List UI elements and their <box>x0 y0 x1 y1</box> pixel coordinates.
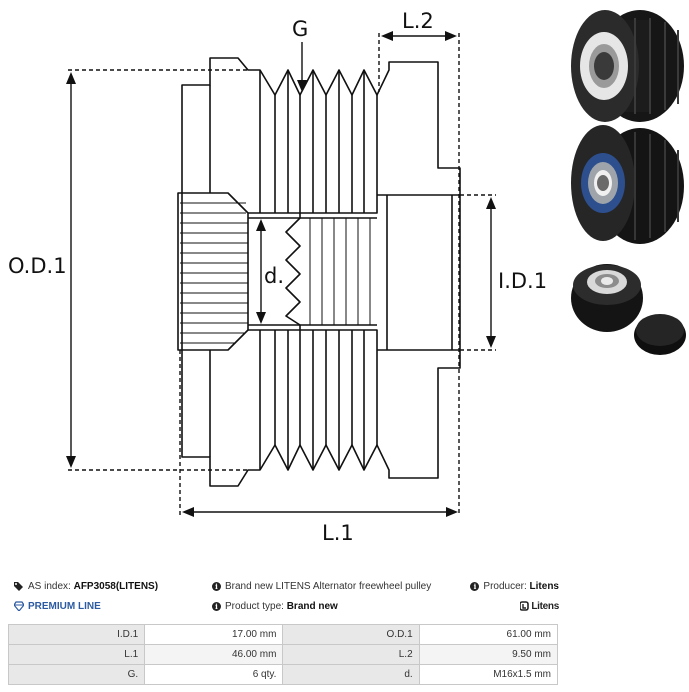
product-type: i Product type: Brand new <box>212 601 338 612</box>
tags-icon <box>14 582 23 591</box>
pulley-photo-bottom <box>571 264 686 355</box>
spec-value: 6 qty. <box>144 664 284 685</box>
as-index-value: AFP3058(LITENS) <box>73 580 159 592</box>
spec-label: G. <box>7 664 146 685</box>
pulley-technical-drawing: G L.2 O.D.1 d. I.D.1 L.1 <box>8 9 686 545</box>
spec-label: d. <box>282 664 420 685</box>
label-l2: L.2 <box>402 9 434 33</box>
label-od1: O.D.1 <box>8 254 67 278</box>
spec-value: 46.00 mm <box>144 644 284 665</box>
label-l1: L.1 <box>322 521 354 545</box>
info-row-2: PREMIUM LINE i Product type: Brand new L… <box>14 598 559 614</box>
info-icon: i <box>470 581 480 591</box>
brand-logo: Litens <box>520 601 559 612</box>
description-text: Brand new LITENS Alternator freewheel pu… <box>225 580 432 592</box>
spec-label: L.1 <box>7 644 146 665</box>
table-row: G. 6 qty. d. M16x1.5 mm <box>7 664 559 685</box>
producer: i Producer: Litens <box>470 581 559 592</box>
spec-label: L.2 <box>282 644 420 665</box>
spec-value: 17.00 mm <box>144 624 284 645</box>
info-icon: i <box>212 601 221 611</box>
producer-value: Litens <box>529 580 559 592</box>
producer-label: Producer: <box>483 580 527 592</box>
description: i Brand new LITENS Alternator freewheel … <box>212 581 431 592</box>
pulley-photo-middle <box>571 125 684 244</box>
info-icon: i <box>212 581 221 591</box>
table-row: I.D.1 17.00 mm O.D.1 61.00 mm <box>7 624 559 645</box>
spec-label: O.D.1 <box>282 624 420 645</box>
product-type-label: Product type: <box>225 600 284 612</box>
table-row: L.1 46.00 mm L.2 9.50 mm <box>7 644 559 665</box>
diamond-icon <box>14 601 24 611</box>
label-g: G <box>292 17 308 41</box>
premium-line-text: PREMIUM LINE <box>28 600 101 612</box>
spec-value: 61.00 mm <box>418 624 559 645</box>
pulley-photo-top <box>571 10 684 122</box>
info-row-1: AS index: AFP3058(LITENS) i Brand new LI… <box>14 578 559 594</box>
spec-label: I.D.1 <box>7 624 146 645</box>
spec-value: M16x1.5 mm <box>418 664 559 685</box>
label-d: d. <box>264 264 284 288</box>
spec-table: I.D.1 17.00 mm O.D.1 61.00 mm L.1 46.00 … <box>7 624 559 685</box>
as-index-label: AS index: <box>28 580 71 592</box>
product-type-value: Brand new <box>286 600 338 612</box>
as-index: AS index: AFP3058(LITENS) <box>14 581 158 592</box>
spec-value: 9.50 mm <box>418 644 559 665</box>
premium-line: PREMIUM LINE <box>14 601 101 612</box>
litens-logo-icon <box>520 601 530 611</box>
brand-logo-text: Litens <box>531 600 559 612</box>
label-id1: I.D.1 <box>498 269 547 293</box>
